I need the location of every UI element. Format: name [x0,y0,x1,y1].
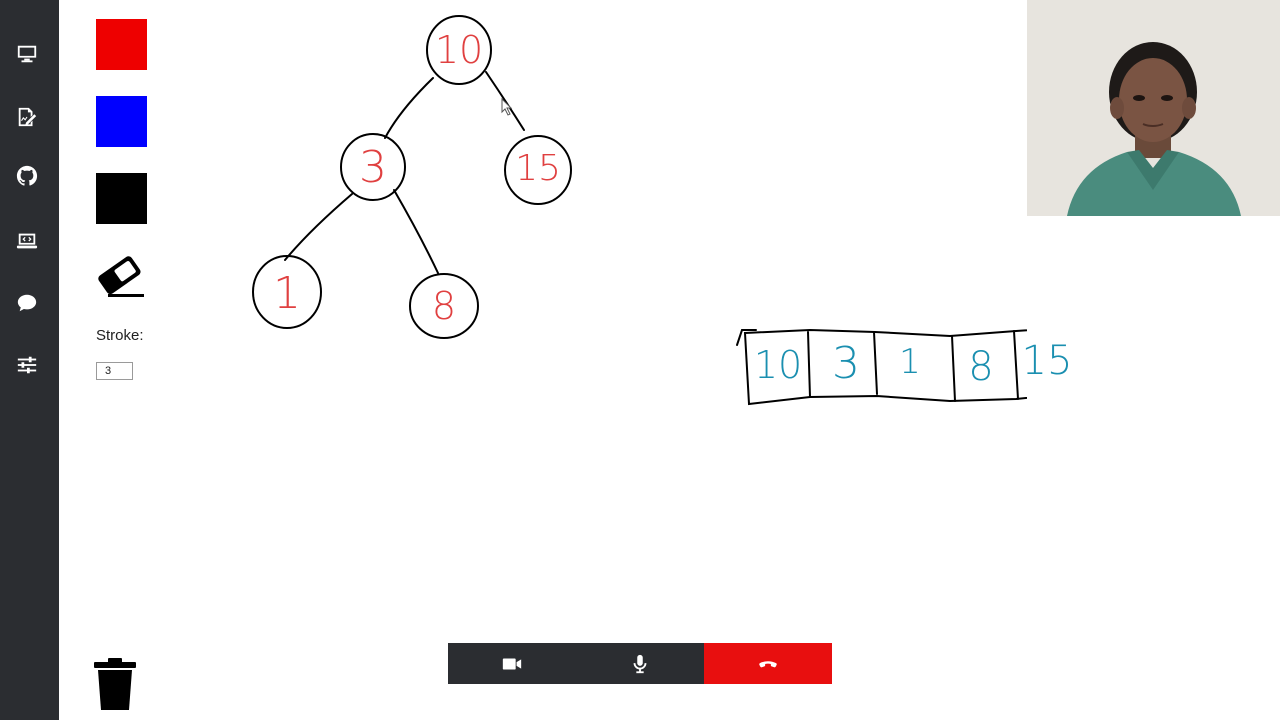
tree-node-label: 8 [431,284,457,328]
tree-node-circle [252,255,322,329]
sidebar-item-github[interactable] [14,163,40,189]
tree-node-circle [340,133,406,201]
array-divider [1013,330,1019,400]
tree-node-circle [504,135,572,205]
participant-avatar [1027,0,1280,216]
sidebar [0,0,59,720]
tree-edge [485,71,525,131]
tree-node-label: 3 [359,142,387,193]
end-call-button[interactable] [704,643,832,684]
eraser-icon [98,256,144,297]
array-divider [807,331,811,398]
tree-edge [284,193,353,261]
whiteboard-canvas[interactable]: 10 3 15 1 8 10 3 1 8 15 [59,0,1072,720]
sidebar-item-whiteboard[interactable] [14,104,40,130]
clear-board-button[interactable] [92,658,138,712]
tree-node-label: 10 [434,28,484,72]
tree-node-circle [426,15,492,85]
array-cell-label: 10 [753,343,803,387]
toggle-microphone-button[interactable] [576,643,704,684]
color-swatch-red[interactable] [96,19,147,70]
array-cell-label: 1 [899,342,921,382]
array-divider [951,335,956,402]
monitor-icon [17,45,37,63]
sliders-icon [17,356,37,374]
tree-node-circle [409,273,479,339]
participant-video [1027,0,1280,216]
sidebar-item-screen[interactable] [14,41,40,67]
color-swatch-blue[interactable] [96,96,147,147]
microphone-icon [633,654,647,673]
mouse-cursor-icon [501,98,513,116]
chat-bubble-icon [17,294,37,312]
array-cell-label: 8 [968,344,994,390]
tree-node-label: 1 [273,268,301,319]
hang-up-icon [759,660,777,667]
video-camera-icon [502,658,522,669]
tree-edge [393,189,439,274]
color-swatch-black[interactable] [96,173,147,224]
edit-document-icon [18,107,37,127]
eraser-tool[interactable] [92,252,148,300]
call-controls [448,643,832,684]
whiteboard-drawing [252,15,1027,406]
code-laptop-icon [16,233,38,249]
array-divider [873,331,878,395]
tree-edge [384,77,434,139]
toggle-video-button[interactable] [448,643,576,684]
sidebar-item-code[interactable] [14,228,40,254]
array-cell-label: 3 [832,338,860,389]
sidebar-item-chat[interactable] [14,290,40,316]
sidebar-item-settings[interactable] [14,352,40,378]
stroke-width-input[interactable] [96,362,133,380]
array-cell-label: 15 [1021,338,1073,384]
stroke-label: Stroke: [96,327,144,344]
github-icon [16,165,38,186]
tree-node-label: 15 [515,148,561,189]
trash-icon [94,658,136,710]
